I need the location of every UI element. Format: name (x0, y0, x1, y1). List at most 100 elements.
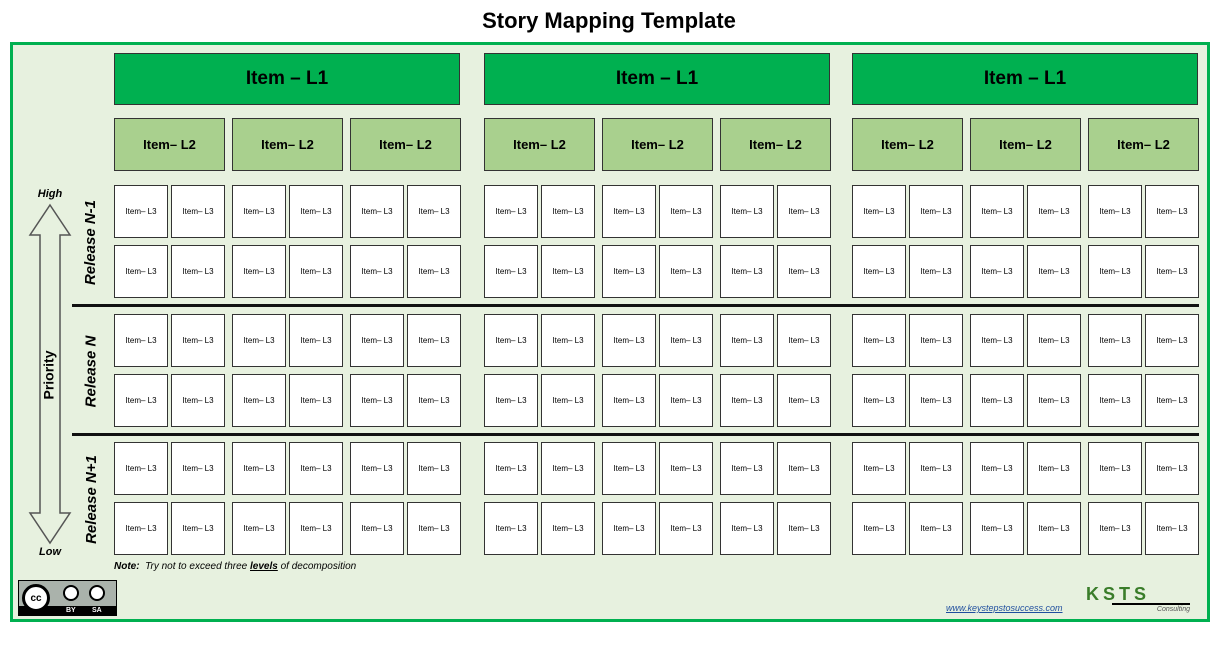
item-l3-box: Item– L3 (484, 374, 538, 427)
cc-sa-text: SA (92, 607, 102, 614)
item-l3-box: Item– L3 (777, 185, 831, 238)
item-l3-box: Item– L3 (909, 442, 963, 495)
item-l3-box: Item– L3 (602, 442, 656, 495)
item-l3-box: Item– L3 (1145, 374, 1199, 427)
item-l3-box: Item– L3 (602, 502, 656, 555)
item-l3-box: Item– L3 (659, 314, 713, 367)
item-l3-box: Item– L3 (659, 374, 713, 427)
item-l3-box: Item– L3 (289, 442, 343, 495)
item-l3-box: Item– L3 (114, 502, 168, 555)
item-l2-box: Item– L2 (602, 118, 713, 171)
item-l1-box: Item – L1 (852, 53, 1198, 105)
item-l3-box: Item– L3 (720, 185, 774, 238)
item-l3-box: Item– L3 (1145, 442, 1199, 495)
item-l3-box: Item– L3 (852, 314, 906, 367)
item-l3-box: Item– L3 (232, 185, 286, 238)
item-l3-box: Item– L3 (232, 442, 286, 495)
cc-text: cc (30, 592, 42, 604)
item-l3-box: Item– L3 (484, 314, 538, 367)
cc-license-badge[interactable]: cc BY SA (18, 580, 117, 616)
item-l3-box: Item– L3 (541, 314, 595, 367)
item-l3-box: Item– L3 (350, 245, 404, 298)
item-l3-box: Item– L3 (909, 502, 963, 555)
item-l3-box: Item– L3 (232, 502, 286, 555)
item-l3-box: Item– L3 (171, 314, 225, 367)
item-l3-box: Item– L3 (350, 185, 404, 238)
release-label-text: Release N (82, 335, 100, 407)
item-l3-box: Item– L3 (114, 442, 168, 495)
item-l3-box: Item– L3 (852, 185, 906, 238)
item-l3-box: Item– L3 (114, 314, 168, 367)
item-l3-box: Item– L3 (232, 314, 286, 367)
item-l3-box: Item– L3 (1088, 314, 1142, 367)
item-l3-box: Item– L3 (171, 374, 225, 427)
item-l3-box: Item– L3 (407, 185, 461, 238)
item-l2-box: Item– L2 (350, 118, 461, 171)
priority-arrow-icon (28, 203, 72, 545)
item-l3-box: Item– L3 (777, 245, 831, 298)
by-person-icon (63, 585, 79, 601)
item-l3-box: Item– L3 (541, 502, 595, 555)
item-l3-box: Item– L3 (852, 245, 906, 298)
item-l2-box: Item– L2 (720, 118, 831, 171)
item-l1-box: Item – L1 (114, 53, 460, 105)
cc-badge-bar (19, 606, 116, 615)
item-l3-box: Item– L3 (350, 502, 404, 555)
item-l3-box: Item– L3 (114, 245, 168, 298)
item-l3-box: Item– L3 (659, 442, 713, 495)
item-l3-box: Item– L3 (777, 442, 831, 495)
item-l3-box: Item– L3 (171, 245, 225, 298)
item-l3-box: Item– L3 (484, 185, 538, 238)
item-l3-box: Item– L3 (350, 442, 404, 495)
note-text-after: of decomposition (280, 561, 357, 572)
item-l3-box: Item– L3 (602, 185, 656, 238)
item-l2-box: Item– L2 (970, 118, 1081, 171)
item-l3-box: Item– L3 (1027, 185, 1081, 238)
item-l3-box: Item– L3 (407, 374, 461, 427)
item-l1-box: Item – L1 (484, 53, 830, 105)
item-l3-box: Item– L3 (289, 374, 343, 427)
item-l3-box: Item– L3 (1145, 502, 1199, 555)
release-separator (72, 304, 1199, 307)
item-l3-box: Item– L3 (1027, 442, 1081, 495)
item-l2-box: Item– L2 (852, 118, 963, 171)
item-l3-box: Item– L3 (407, 442, 461, 495)
item-l3-box: Item– L3 (114, 374, 168, 427)
item-l3-box: Item– L3 (407, 245, 461, 298)
item-l3-box: Item– L3 (852, 502, 906, 555)
item-l3-box: Item– L3 (232, 245, 286, 298)
item-l3-box: Item– L3 (1088, 502, 1142, 555)
item-l3-box: Item– L3 (1088, 245, 1142, 298)
item-l3-box: Item– L3 (909, 314, 963, 367)
item-l3-box: Item– L3 (1088, 185, 1142, 238)
item-l3-box: Item– L3 (350, 374, 404, 427)
item-l3-box: Item– L3 (171, 502, 225, 555)
item-l3-box: Item– L3 (970, 185, 1024, 238)
item-l2-box: Item– L2 (484, 118, 595, 171)
priority-high-label: High (37, 188, 63, 200)
item-l3-box: Item– L3 (970, 502, 1024, 555)
item-l3-box: Item– L3 (720, 314, 774, 367)
item-l3-box: Item– L3 (541, 185, 595, 238)
priority-low-label: Low (39, 546, 61, 558)
item-l3-box: Item– L3 (602, 245, 656, 298)
release-label-text: Release N-1 (82, 199, 100, 285)
item-l3-box: Item– L3 (602, 374, 656, 427)
website-link[interactable]: www.keystepstosuccess.com (946, 603, 1063, 613)
item-l3-box: Item– L3 (720, 502, 774, 555)
page-title: Story Mapping Template (482, 8, 736, 33)
item-l3-box: Item– L3 (1145, 314, 1199, 367)
item-l3-box: Item– L3 (777, 314, 831, 367)
item-l3-box: Item– L3 (541, 374, 595, 427)
item-l3-box: Item– L3 (171, 185, 225, 238)
note-head: Note: (114, 561, 140, 572)
note-emphasis: levels (250, 561, 278, 572)
item-l3-box: Item– L3 (289, 314, 343, 367)
ksts-logo-subtitle: Consulting (1156, 606, 1190, 613)
item-l2-box: Item– L2 (114, 118, 225, 171)
item-l3-box: Item– L3 (541, 245, 595, 298)
item-l3-box: Item– L3 (171, 442, 225, 495)
item-l3-box: Item– L3 (484, 442, 538, 495)
item-l2-box: Item– L2 (232, 118, 343, 171)
share-alike-icon (89, 585, 105, 601)
